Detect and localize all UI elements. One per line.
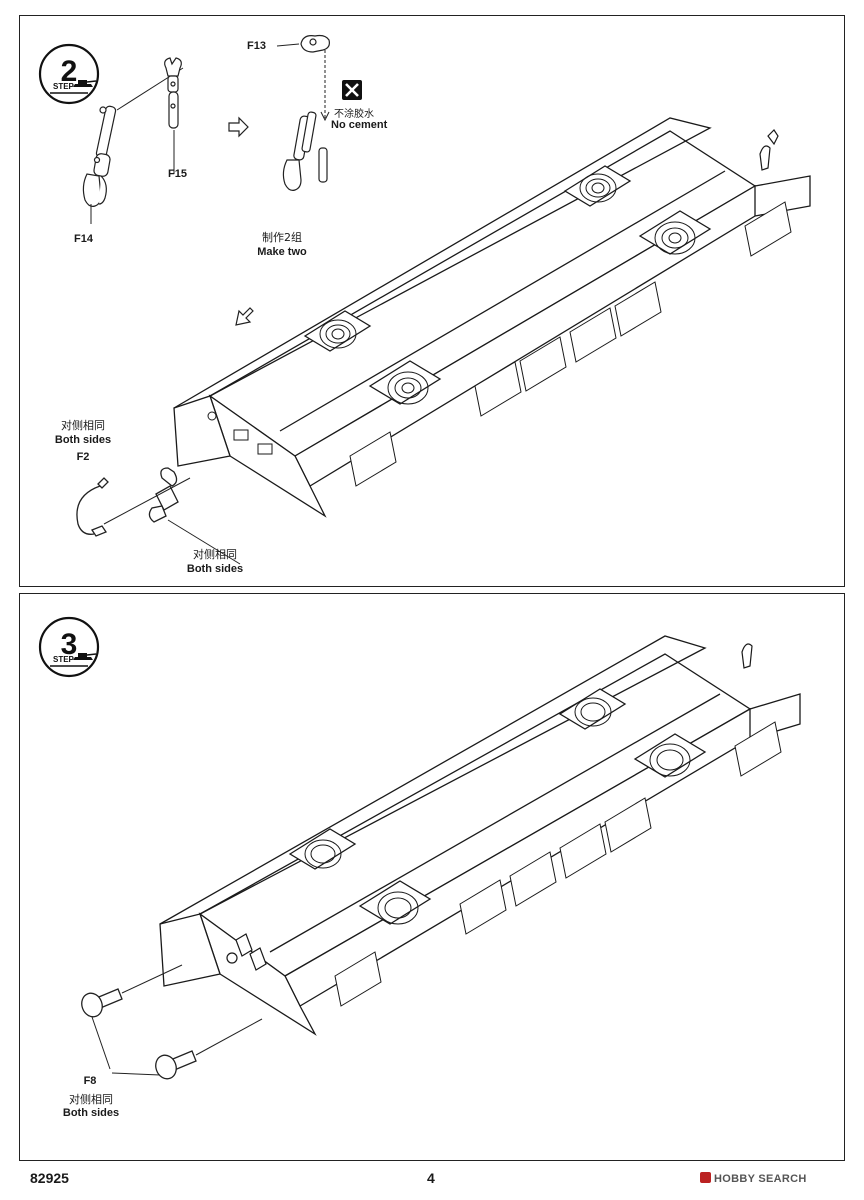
f14-part-drawing bbox=[82, 67, 184, 224]
chassis-drawing-step2 bbox=[173, 117, 811, 518]
f2-hook-drawing bbox=[76, 467, 241, 565]
no-cement-en: No cement bbox=[331, 119, 388, 131]
arrow-diagonal-icon bbox=[235, 307, 254, 326]
no-cement-cn: 不涂胶水 bbox=[334, 109, 374, 120]
part-label-f8: F8 bbox=[83, 1075, 97, 1087]
f15-part-drawing bbox=[164, 57, 182, 174]
step-3-panel: 3 STEP bbox=[19, 593, 845, 1161]
both-sides-en-3: Both sides bbox=[62, 1107, 120, 1119]
step-3-number: 3 bbox=[61, 628, 78, 661]
part-label-f13: F13 bbox=[247, 40, 266, 52]
catalog-number: 82925 bbox=[30, 1170, 69, 1186]
step-2-panel: 2 STEP F14 F15 bbox=[19, 15, 845, 587]
f8-buffer-drawing bbox=[81, 964, 263, 1080]
step-2-badge: 2 STEP bbox=[38, 43, 100, 105]
watermark-text: HOBBY SEARCH bbox=[714, 1173, 807, 1185]
chassis-drawing-step3 bbox=[159, 635, 801, 1036]
watermark: HOBBY SEARCH bbox=[700, 1172, 807, 1185]
page-number: 4 bbox=[427, 1170, 435, 1186]
step-2-label: STEP bbox=[53, 82, 75, 91]
both-sides-en-1: Both sides bbox=[54, 434, 112, 446]
arrow-right-icon bbox=[228, 116, 249, 138]
part-label-f14: F14 bbox=[74, 233, 93, 245]
both-sides-cn-1: 对侧相同 bbox=[61, 419, 105, 432]
both-sides-cn-2: 对侧相同 bbox=[193, 548, 237, 561]
f13-assembly-drawing bbox=[276, 34, 330, 191]
hobby-search-logo-icon bbox=[700, 1172, 711, 1183]
no-cement-icon bbox=[342, 80, 362, 100]
make-two-cn: 制作2组 bbox=[262, 231, 302, 244]
step-badge-icon: 2 STEP bbox=[38, 43, 100, 105]
part-label-f2: F2 bbox=[76, 451, 90, 463]
both-sides-en-2: Both sides bbox=[186, 563, 244, 575]
both-sides-cn-3: 对侧相同 bbox=[69, 1093, 113, 1106]
part-label-f15: F15 bbox=[168, 168, 187, 180]
step-3-badge: 3 STEP bbox=[38, 616, 100, 678]
make-two-en: Make two bbox=[257, 246, 307, 258]
step-badge-icon: 3 STEP bbox=[38, 616, 100, 678]
step-2-number: 2 bbox=[61, 55, 78, 88]
step-3-label: STEP bbox=[53, 655, 75, 664]
